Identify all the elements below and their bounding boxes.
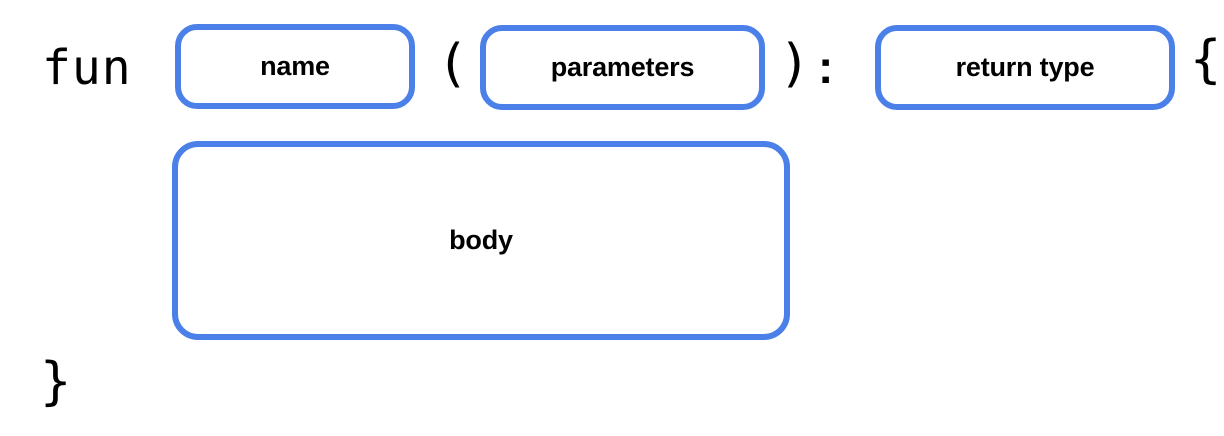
name-slot-box[interactable]: name xyxy=(175,24,415,109)
colon-glyph: : xyxy=(818,41,834,93)
open-paren-glyph: ( xyxy=(437,34,469,94)
fun-keyword: fun xyxy=(42,40,132,96)
name-slot-label: name xyxy=(260,51,330,81)
close-paren-glyph: ) xyxy=(779,34,811,94)
body-slot-box[interactable]: body xyxy=(172,141,790,340)
open-brace-glyph: { xyxy=(1190,30,1222,90)
parameters-slot-box[interactable]: parameters xyxy=(480,25,765,110)
close-brace-glyph: } xyxy=(40,352,72,412)
return-type-slot-label: return type xyxy=(955,52,1095,82)
parameters-slot-label: parameters xyxy=(550,52,695,82)
body-slot-label: body xyxy=(449,225,513,255)
return-type-slot-box[interactable]: return type xyxy=(875,25,1175,110)
